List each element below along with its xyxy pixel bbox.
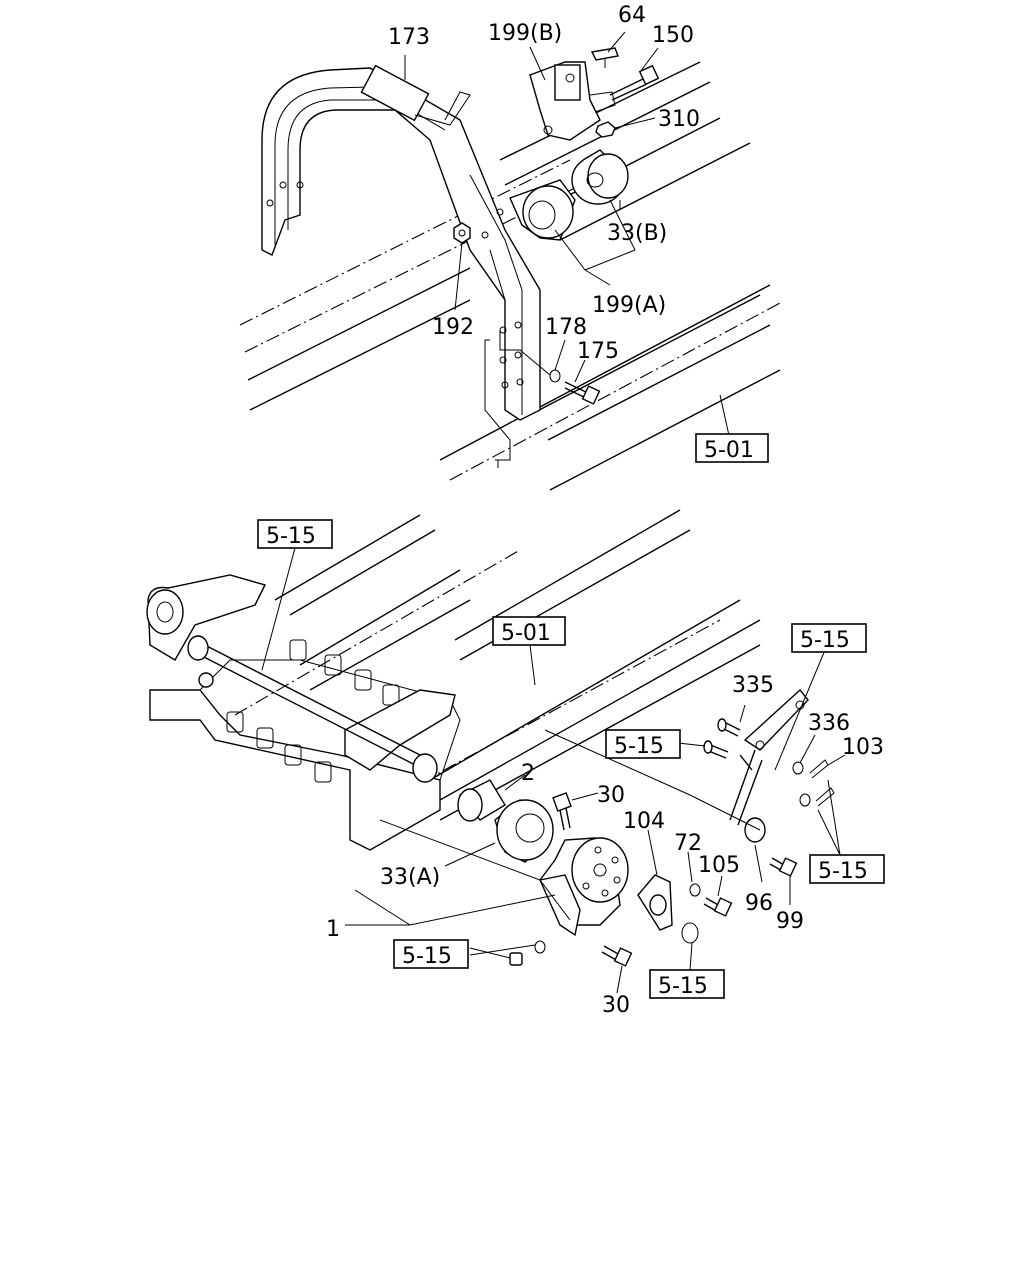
- label-310: 310: [658, 107, 700, 132]
- ref-box-5-15-bottom-left[interactable]: 5-15: [393, 939, 469, 969]
- ref-box-5-15-mid[interactable]: 5-15: [605, 729, 681, 759]
- lower-leader-lines: [261, 547, 846, 994]
- pin-5-15-mid: [703, 740, 729, 759]
- stabilizer-link: [729, 688, 809, 843]
- svg-text:5-15: 5-15: [800, 628, 850, 653]
- svg-text:5-15: 5-15: [266, 524, 316, 549]
- label-33a: 33(A): [380, 865, 440, 890]
- nut-192: [453, 222, 471, 244]
- svg-text:5-01: 5-01: [501, 621, 551, 646]
- label-105: 105: [698, 853, 740, 878]
- bolt-30-lower: [601, 945, 633, 967]
- cotter-pin-103: [809, 759, 835, 807]
- label-30-upper: 30: [597, 783, 625, 808]
- pin-335: [717, 718, 741, 737]
- mount-bracket-1: [539, 837, 629, 937]
- ref-box-5-15-bottom-center[interactable]: 5-15: [649, 969, 725, 999]
- mount-rubber-33b: [571, 149, 629, 205]
- label-1: 1: [326, 917, 340, 942]
- label-30-lower: 30: [602, 993, 630, 1018]
- bolt-175: [564, 381, 601, 405]
- bolt-99: [769, 857, 798, 877]
- washer-right: [799, 793, 811, 807]
- lower-chassis-frame: [146, 509, 761, 851]
- svg-text:5-15: 5-15: [658, 974, 708, 999]
- washer-and-bolt-left: [509, 940, 546, 966]
- label-192: 192: [432, 315, 474, 340]
- label-335: 335: [732, 673, 774, 698]
- label-104: 104: [623, 809, 665, 834]
- label-173: 173: [388, 25, 430, 50]
- washer-178: [549, 369, 561, 383]
- bolt-150: [609, 64, 660, 101]
- label-150: 150: [652, 23, 694, 48]
- mount-bracket-199b: [529, 61, 616, 141]
- ref-box-5-15-right-top[interactable]: 5-15: [791, 623, 867, 653]
- label-72: 72: [674, 831, 702, 856]
- mount-sleeve-199a: [509, 179, 576, 241]
- clip-64: [590, 47, 619, 68]
- svg-text:5-01: 5-01: [704, 438, 754, 463]
- ref-box-5-01-top[interactable]: 5-01: [695, 433, 769, 463]
- washer-336: [792, 761, 804, 775]
- svg-text:5-15: 5-15: [402, 944, 452, 969]
- rear-frame-arch-173: [261, 64, 541, 421]
- label-2: 2: [521, 761, 535, 786]
- svg-text:5-15: 5-15: [818, 859, 868, 884]
- snap-ring: [681, 922, 699, 944]
- bolt-30-upper: [552, 792, 572, 831]
- label-199a: 199(A): [592, 293, 666, 318]
- label-178: 178: [545, 315, 587, 340]
- label-33b: 33(B): [607, 221, 667, 246]
- label-336: 336: [808, 711, 850, 736]
- bolt-105: [703, 897, 733, 917]
- svg-text:5-15: 5-15: [614, 734, 664, 759]
- washer-72: [689, 883, 701, 897]
- label-175: 175: [577, 339, 619, 364]
- ref-box-5-01-mid[interactable]: 5-01: [492, 616, 566, 646]
- ref-box-5-15-left[interactable]: 5-15: [257, 519, 333, 549]
- label-199b: 199(B): [488, 21, 562, 46]
- upper-leader-lines: [404, 31, 731, 468]
- ref-box-5-15-right-bottom[interactable]: 5-15: [809, 854, 885, 884]
- bracket-104: [637, 874, 673, 931]
- label-103: 103: [842, 735, 884, 760]
- label-99: 99: [776, 909, 804, 934]
- label-96: 96: [745, 891, 773, 916]
- bushing-2: [457, 779, 506, 822]
- nut-310: [595, 121, 616, 138]
- label-64: 64: [618, 3, 646, 28]
- mount-rubber-33a: [494, 799, 554, 863]
